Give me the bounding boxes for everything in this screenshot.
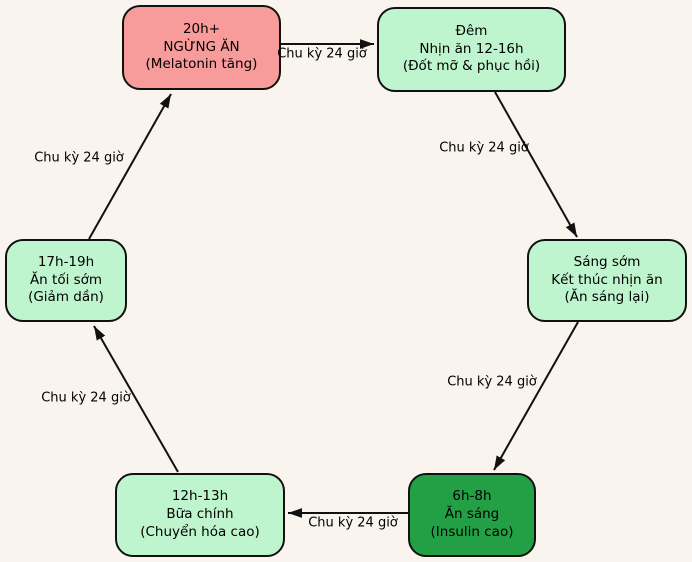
node-early-dinner: 17h-19h Ăn tối sớm (Giảm dần)	[5, 239, 127, 322]
node-early-morning: Sáng sớm Kết thúc nhịn ăn (Ăn sáng lại)	[527, 239, 687, 322]
arrow-main-meal-to-early-dinner	[93, 325, 179, 473]
node-line-title: Nhịn ăn 12-16h	[419, 40, 524, 57]
node-line-title: Bữa chính	[166, 506, 234, 523]
node-breakfast: 6h-8h Ăn sáng (Insulin cao)	[408, 473, 536, 557]
arrow-early-dinner-to-stop-eating	[88, 93, 172, 240]
node-line-detail: (Đốt mỡ & phục hồi)	[402, 58, 541, 75]
node-line-detail: (Ăn sáng lại)	[564, 289, 650, 306]
node-line-time: Sáng sớm	[573, 253, 641, 270]
node-line-time: 12h-13h	[171, 488, 229, 505]
node-line-title: NGỪNG ĂN	[163, 38, 240, 55]
edge-label-cycle: Chu kỳ 24 giờ	[439, 140, 529, 156]
edge-label-cycle: Chu kỳ 24 giờ	[277, 46, 367, 62]
edge-label-cycle: Chu kỳ 24 giờ	[447, 374, 537, 390]
node-line-time: Đêm	[455, 22, 488, 39]
node-line-time: 20h+	[182, 20, 221, 37]
node-stop-eating: 20h+ NGỪNG ĂN (Melatonin tăng)	[122, 5, 281, 90]
edge-label-cycle: Chu kỳ 24 giờ	[308, 515, 398, 531]
node-night-fasting: Đêm Nhịn ăn 12-16h (Đốt mỡ & phục hồi)	[377, 7, 566, 92]
arrow-night-to-early-morning	[494, 91, 578, 238]
edge-label-cycle: Chu kỳ 24 giờ	[34, 150, 124, 166]
node-line-time: 6h-8h	[452, 488, 492, 505]
node-line-detail: (Melatonin tăng)	[145, 56, 258, 73]
node-line-detail: (Chuyển hóa cao)	[140, 523, 260, 540]
node-line-title: Ăn sáng	[444, 506, 500, 523]
node-line-detail: (Giảm dần)	[28, 289, 104, 306]
node-line-title: Kết thúc nhịn ăn	[551, 271, 663, 288]
edge-label-cycle: Chu kỳ 24 giờ	[41, 390, 131, 406]
node-line-detail: (Insulin cao)	[430, 523, 514, 540]
node-main-meal: 12h-13h Bữa chính (Chuyển hóa cao)	[115, 473, 285, 557]
arrow-early-morning-to-breakfast	[493, 321, 579, 471]
node-line-time: 17h-19h	[37, 253, 95, 270]
node-line-title: Ăn tối sớm	[29, 271, 103, 288]
